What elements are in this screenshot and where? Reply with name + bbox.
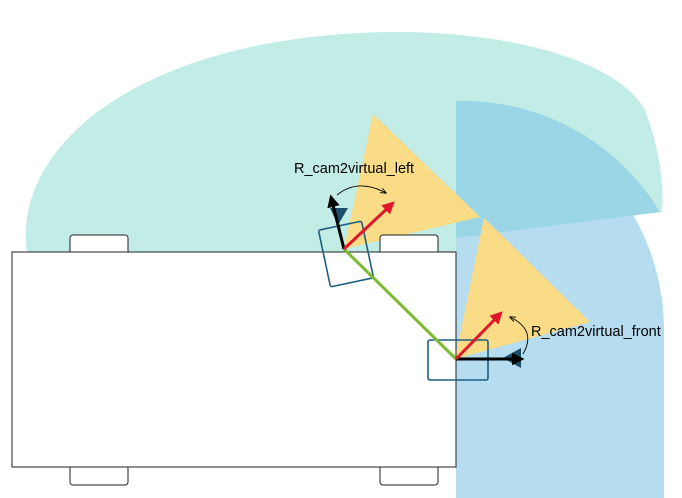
front-virtual-axis-arrow <box>454 311 503 361</box>
left-rotation-arc <box>336 185 386 196</box>
left-camera-housing <box>318 220 374 288</box>
left-virtual-axis-arrow <box>342 201 395 251</box>
front-rotation-arc <box>510 317 529 355</box>
wheel-rear-right <box>69 464 129 486</box>
extrinsic-link-line <box>342 247 458 361</box>
left-camera-axis-arrow <box>327 194 346 250</box>
front-rotation-label: R_cam2virtual_front <box>531 324 661 340</box>
fov-overlap-region <box>456 100 660 238</box>
vehicle-body <box>11 251 457 468</box>
wheel-front-right <box>379 464 439 486</box>
left-rotation-label: R_cam2virtual_left <box>294 161 414 177</box>
